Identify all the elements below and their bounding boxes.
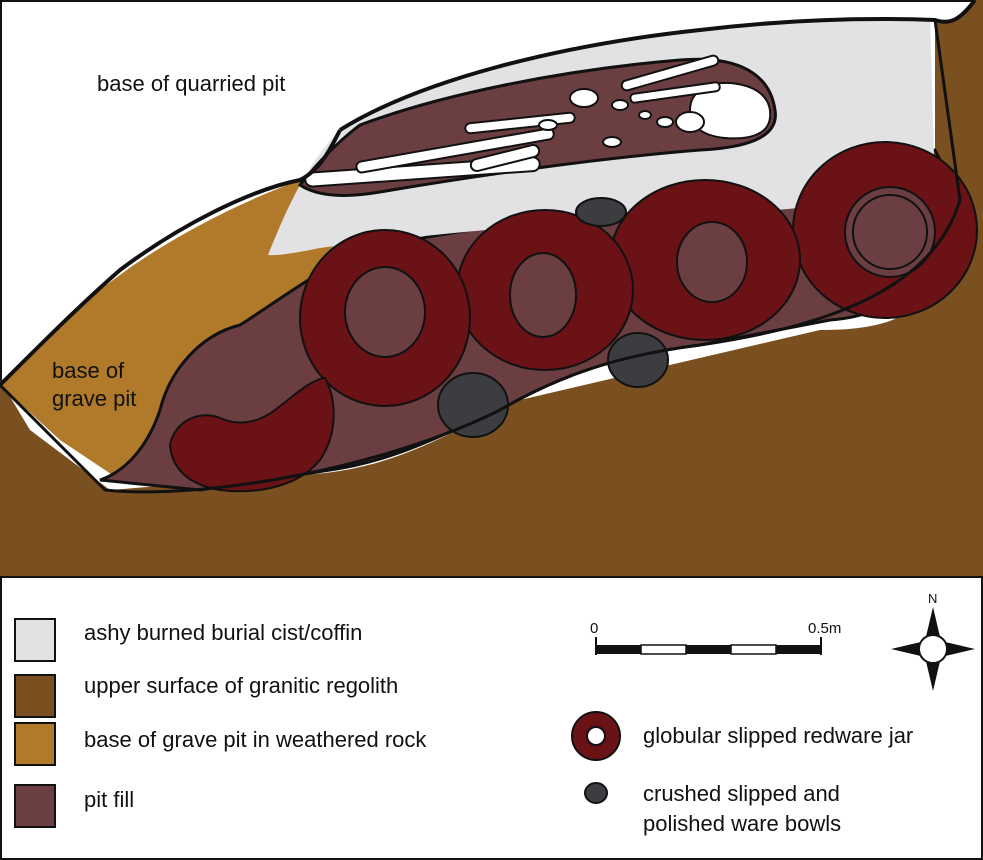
grave-pit-base xyxy=(0,130,340,480)
broken-redware-jar xyxy=(168,376,335,493)
redware-jar-icon xyxy=(571,711,621,761)
legend-label-bowls-1: crushed slipped and xyxy=(643,781,840,806)
redware-jar xyxy=(456,209,634,371)
redware-jar xyxy=(792,141,978,319)
skeleton xyxy=(304,54,772,188)
legend-swatch-cist xyxy=(14,618,56,662)
bowl-fragment xyxy=(607,332,669,388)
humerus-bone xyxy=(464,111,576,135)
regolith-surface xyxy=(0,0,983,576)
legend-label-pit-fill: pit fill xyxy=(84,787,135,812)
vertebra-1 xyxy=(611,99,629,111)
scale-end-label: 0.5m xyxy=(808,620,841,637)
pelvis-bone xyxy=(569,88,599,108)
legend-label-weathered-rock: base of grave pit in weathered rock xyxy=(84,727,427,752)
bowl-icon xyxy=(584,782,608,804)
legend-label-regolith: upper surface of granitic regolith xyxy=(84,673,399,698)
cut-line-upper xyxy=(338,0,977,132)
crushed-bowls xyxy=(437,197,669,438)
bowl-fragment xyxy=(437,372,509,438)
bowl-fragment xyxy=(575,197,627,227)
jaw-bone xyxy=(675,111,705,133)
legend-label-redware-jar: globular slipped redware jar xyxy=(643,723,914,748)
vertebra-2 xyxy=(638,110,652,120)
rib-fragment xyxy=(602,136,622,148)
legend-swatch-regolith xyxy=(14,674,56,718)
north-arrow-icon: N xyxy=(891,591,975,691)
label-grave-pit-1: base of xyxy=(52,358,125,383)
quarrier-cut-line xyxy=(0,129,342,387)
legend-label-bowls-2: polished ware bowls xyxy=(643,811,842,836)
label-grave-pit-2: grave pit xyxy=(52,386,136,411)
legend-swatch-weathered-rock xyxy=(14,722,56,766)
redware-jar xyxy=(609,179,801,341)
label-quarried-pit: base of quarried pit xyxy=(97,71,285,96)
tibia-bone xyxy=(355,127,555,174)
redware-jar xyxy=(299,229,471,407)
hand-bone xyxy=(656,116,674,128)
foot-bone xyxy=(469,143,541,173)
scale-bar: 0 0.5m xyxy=(590,620,841,655)
grave-pit-outline xyxy=(0,19,962,494)
north-label: N xyxy=(928,591,937,606)
vertebra-3 xyxy=(538,119,558,131)
ulna-bone xyxy=(629,81,721,104)
redware-jars xyxy=(168,141,978,493)
legend-swatch-pit-fill xyxy=(14,784,56,828)
radius-bone xyxy=(620,54,720,92)
scale-start-label: 0 xyxy=(590,620,598,637)
legend-label-cist: ashy burned burial cist/coffin xyxy=(84,620,363,645)
